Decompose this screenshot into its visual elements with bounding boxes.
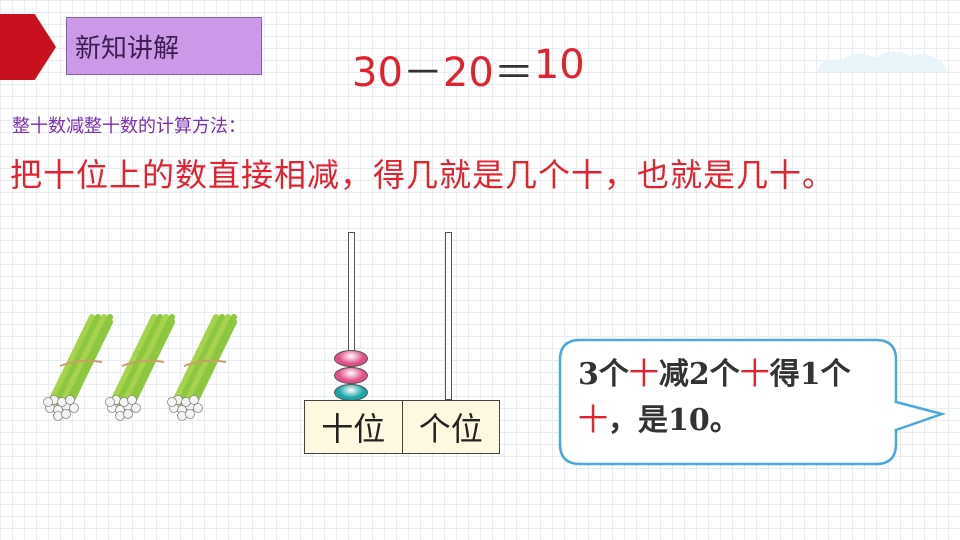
speech-part: 3个 <box>578 357 629 392</box>
equation-b: 20 <box>442 50 494 96</box>
bead-icon <box>334 384 368 401</box>
method-body: 把十位上的数直接相减，得几就是几个十，也就是几十。 <box>10 156 836 194</box>
equation-equals: ＝ <box>493 50 534 96</box>
equation-answer: 10 <box>533 42 585 88</box>
speech-part: 得1个 <box>769 357 851 392</box>
method-title: 整十数减整十数的计算方法： <box>12 116 246 137</box>
section-title-text: 新知讲解 <box>75 33 180 64</box>
corner-arrow-icon <box>0 14 56 80</box>
stick-bundles <box>43 314 237 421</box>
speech-text: 3个十减2个十得1个十，是10。 <box>578 352 908 444</box>
tens-label: 十位 <box>321 410 386 448</box>
section-title: 新知讲解 <box>66 17 262 75</box>
bead-icon <box>334 367 368 384</box>
speech-ten-highlight: 十 <box>628 357 659 392</box>
equation: 30－20＝10 <box>352 42 585 98</box>
stick-bundle-icon <box>43 314 113 421</box>
equation-minus: － <box>402 50 443 96</box>
stick-bundle-icon <box>167 314 237 421</box>
speech-ten-highlight: 十 <box>739 357 770 392</box>
place-value-labels: 十位 个位 <box>304 400 500 454</box>
ones-label: 个位 <box>401 401 500 453</box>
speech-ten-highlight: 十 <box>578 403 608 438</box>
cloud-icon <box>816 51 948 72</box>
speech-part: ，是10。 <box>608 403 740 438</box>
counting-frame: 十位 个位 <box>300 228 504 458</box>
ones-rod <box>445 232 452 400</box>
speech-part: 减2个 <box>658 357 740 392</box>
stick-bundle-icon <box>105 314 175 421</box>
speech-bubble <box>558 338 946 466</box>
equation-a: 30 <box>352 50 403 96</box>
bead-icon <box>334 350 368 367</box>
